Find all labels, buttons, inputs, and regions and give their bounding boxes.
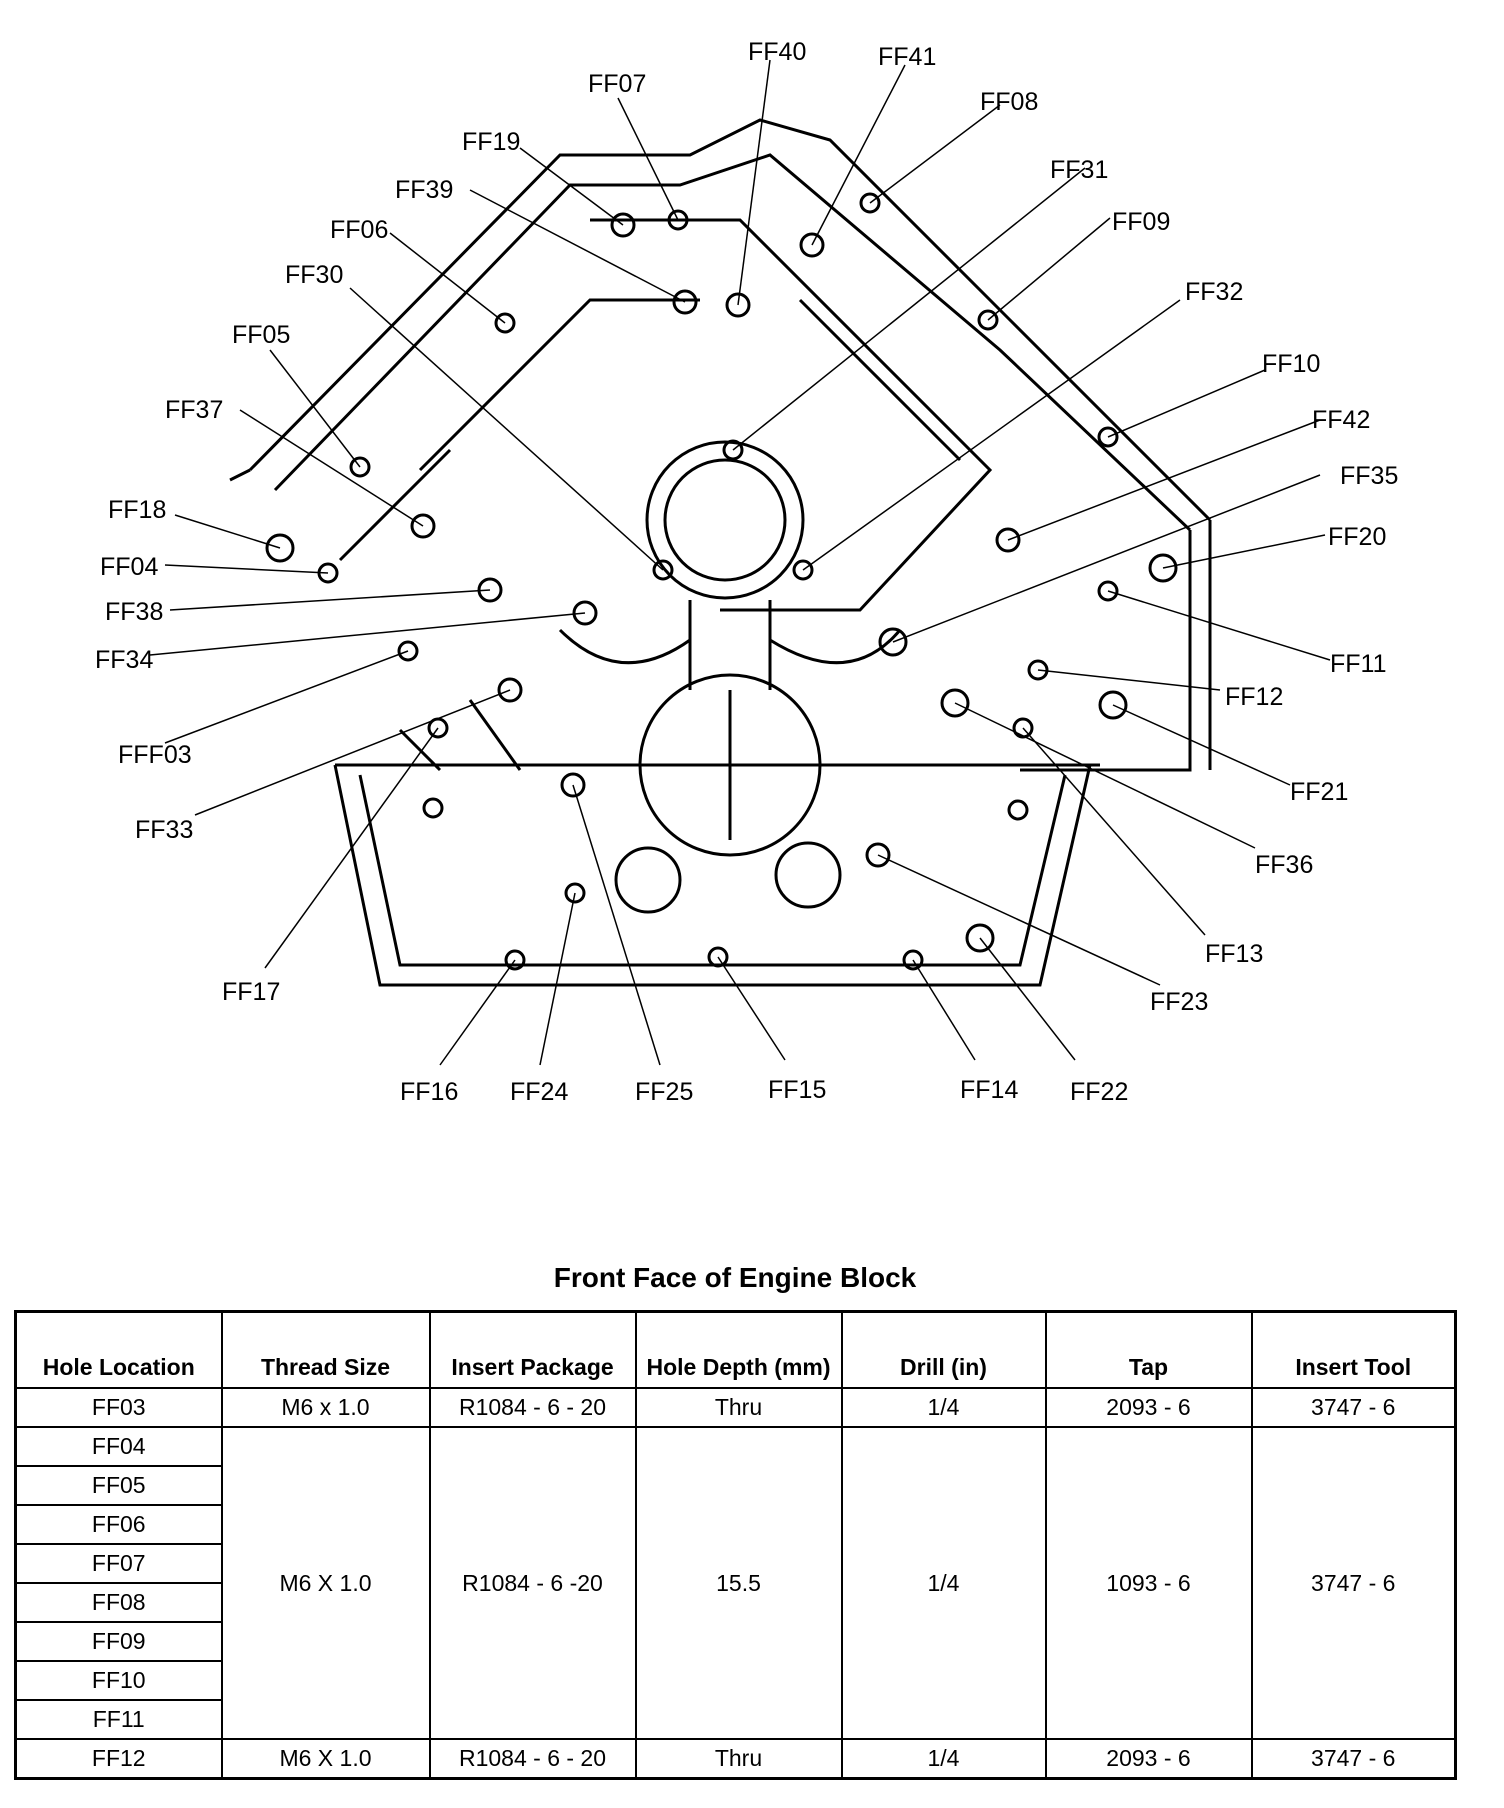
callout-label: FF32 xyxy=(1185,278,1243,306)
insert-package-cell: R1084 - 6 -20 xyxy=(428,1426,637,1740)
callout-label: FF30 xyxy=(285,261,343,289)
leader-lines xyxy=(149,59,1331,1066)
table-row: FF06 xyxy=(14,1504,1456,1545)
callout-label: FF36 xyxy=(1255,851,1313,879)
table-row: FF12 M6 X 1.0 R1084 - 6 - 20 Thru 1/4 20… xyxy=(14,1738,1457,1780)
callout-label: FF37 xyxy=(165,396,223,424)
callout-label: FF10 xyxy=(1262,350,1320,378)
callout-label: FF35 xyxy=(1340,462,1398,490)
callout-label: FF17 xyxy=(222,978,280,1006)
hole-location-cell: FF03 xyxy=(14,1387,223,1428)
hole-location-cell: FF08 xyxy=(14,1582,223,1623)
engine-block-diagram: FF40 FF41 FF07 FF08 FF19 FF31 FF39 FF09 … xyxy=(95,38,1398,1106)
callout-label: FF11 xyxy=(1330,650,1387,678)
table-row: FF07 xyxy=(14,1543,1456,1584)
callout-label: FF20 xyxy=(1328,523,1386,551)
callout-label: FF08 xyxy=(980,88,1038,116)
column-header: Thread Size xyxy=(220,1310,431,1389)
hole-location-cell: FF06 xyxy=(14,1504,223,1545)
hole-markers xyxy=(265,192,1178,971)
callout-label: FF21 xyxy=(1290,778,1348,806)
thread-size-cell: M6 X 1.0 xyxy=(220,1426,431,1740)
table-header-row: Hole Location Thread Size Insert Package… xyxy=(14,1310,1457,1389)
column-header: Hole Depth (mm) xyxy=(634,1310,843,1389)
callout-label: FF09 xyxy=(1112,208,1170,236)
hole-location-cell: FF12 xyxy=(14,1738,223,1780)
drill-cell: 1/4 xyxy=(840,1387,1047,1428)
insert-tool-cell: 3747 - 6 xyxy=(1250,1387,1457,1428)
drill-cell: 1/4 xyxy=(840,1426,1047,1740)
hole-location-cell: FF07 xyxy=(14,1543,223,1584)
tap-cell: 1093 - 6 xyxy=(1044,1426,1253,1740)
callout-label: FF06 xyxy=(330,216,388,244)
callout-label: FF14 xyxy=(960,1076,1018,1104)
tap-cell: 2093 - 6 xyxy=(1044,1738,1253,1780)
callout-label: FFF03 xyxy=(118,741,192,769)
hole-location-cell: FF09 xyxy=(14,1621,223,1662)
callout-label: FF04 xyxy=(100,553,158,581)
callout-label: FF38 xyxy=(105,598,163,626)
callout-label: FF07 xyxy=(588,70,646,98)
callout-label: FF42 xyxy=(1312,406,1370,434)
callout-label: FF40 xyxy=(748,38,806,66)
engine-block-outline xyxy=(229,118,1212,987)
callout-label: FF15 xyxy=(768,1076,826,1104)
drill-cell: 1/4 xyxy=(840,1738,1047,1780)
hole-location-cell: FF10 xyxy=(14,1660,223,1701)
callout-labels: FF40 FF41 FF07 FF08 FF19 FF31 FF39 FF09 … xyxy=(95,38,1398,1106)
table-title: Front Face of Engine Block xyxy=(553,1262,917,1293)
table-row: FF05 xyxy=(14,1465,1456,1506)
tap-cell: 2093 - 6 xyxy=(1044,1387,1253,1428)
callout-label: FF13 xyxy=(1205,940,1263,968)
table-row: FF08 xyxy=(14,1582,1456,1623)
table-row: FF11 xyxy=(14,1699,1456,1740)
callout-label: FF22 xyxy=(1070,1078,1128,1106)
column-header: Tap xyxy=(1044,1310,1253,1389)
thread-size-cell: M6 X 1.0 xyxy=(220,1738,431,1780)
callout-label: FF31 xyxy=(1050,156,1108,184)
insert-package-cell: R1084 - 6 - 20 xyxy=(428,1387,637,1428)
callout-label: FF24 xyxy=(510,1078,568,1106)
hole-depth-cell: Thru xyxy=(634,1387,843,1428)
hole-location-cell: FF05 xyxy=(14,1465,223,1506)
callout-label: FF25 xyxy=(635,1078,693,1106)
callout-label: FF19 xyxy=(462,128,520,156)
table-row: FF09 xyxy=(14,1621,1456,1662)
callout-label: FF18 xyxy=(108,496,166,524)
callout-label: FF16 xyxy=(400,1078,458,1106)
callout-label: FF05 xyxy=(232,321,290,349)
table-row: FF03 M6 x 1.0 R1084 - 6 - 20 Thru 1/4 20… xyxy=(14,1387,1457,1428)
column-header: Insert Tool xyxy=(1250,1310,1457,1389)
table-row: FF10 xyxy=(14,1660,1456,1701)
thread-size-cell: M6 x 1.0 xyxy=(220,1387,431,1428)
table-row: FF04 M6 X 1.0 R1084 - 6 -20 15.5 1/4 109… xyxy=(14,1426,1457,1740)
hole-location-cell: FF04 xyxy=(14,1426,223,1467)
hole-location-cell: FF11 xyxy=(14,1699,223,1740)
spec-table: Hole Location Thread Size Insert Package… xyxy=(14,1310,1457,1780)
column-header: Hole Location xyxy=(14,1310,223,1389)
callout-label: FF33 xyxy=(135,816,193,844)
callout-label: FF41 xyxy=(878,43,936,71)
insert-package-cell: R1084 - 6 - 20 xyxy=(428,1738,637,1780)
column-header: Drill (in) xyxy=(840,1310,1047,1389)
hole-depth-cell: 15.5 xyxy=(634,1426,843,1740)
callout-label: FF23 xyxy=(1150,988,1208,1016)
callout-label: FF34 xyxy=(95,646,153,674)
hole-depth-cell: Thru xyxy=(634,1738,843,1780)
column-header: Insert Package xyxy=(428,1310,637,1389)
callout-label: FF39 xyxy=(395,176,453,204)
callout-label: FF12 xyxy=(1225,683,1283,711)
insert-tool-cell: 3747 - 6 xyxy=(1250,1738,1457,1780)
insert-tool-cell: 3747 - 6 xyxy=(1250,1426,1457,1740)
